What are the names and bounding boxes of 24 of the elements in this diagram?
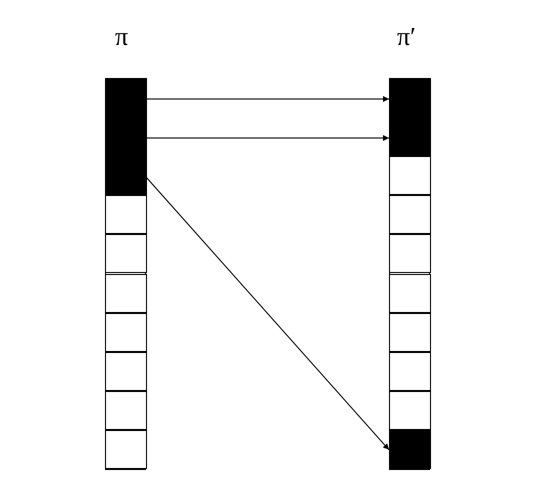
filled-cell <box>388 78 430 156</box>
filled-cell <box>104 78 146 196</box>
arrow <box>146 176 390 450</box>
arrow <box>146 135 390 141</box>
array-column <box>389 78 430 470</box>
empty-cell <box>388 312 430 352</box>
empty-cell <box>104 312 146 352</box>
empty-cell <box>104 391 146 430</box>
empty-cell <box>388 274 430 313</box>
empty-cell <box>388 195 430 234</box>
empty-cell <box>388 352 430 392</box>
empty-cell <box>388 234 430 274</box>
array-column <box>105 78 146 470</box>
array-label: π <box>115 22 128 52</box>
filled-cell <box>388 430 430 470</box>
empty-cell <box>104 195 146 234</box>
array-label: π′ <box>397 22 416 52</box>
empty-cell <box>104 430 146 470</box>
empty-cell <box>388 156 430 196</box>
empty-cell <box>104 352 146 392</box>
arrow <box>146 96 390 102</box>
empty-cell <box>104 274 146 313</box>
empty-cell <box>104 234 146 274</box>
empty-cell <box>388 391 430 430</box>
